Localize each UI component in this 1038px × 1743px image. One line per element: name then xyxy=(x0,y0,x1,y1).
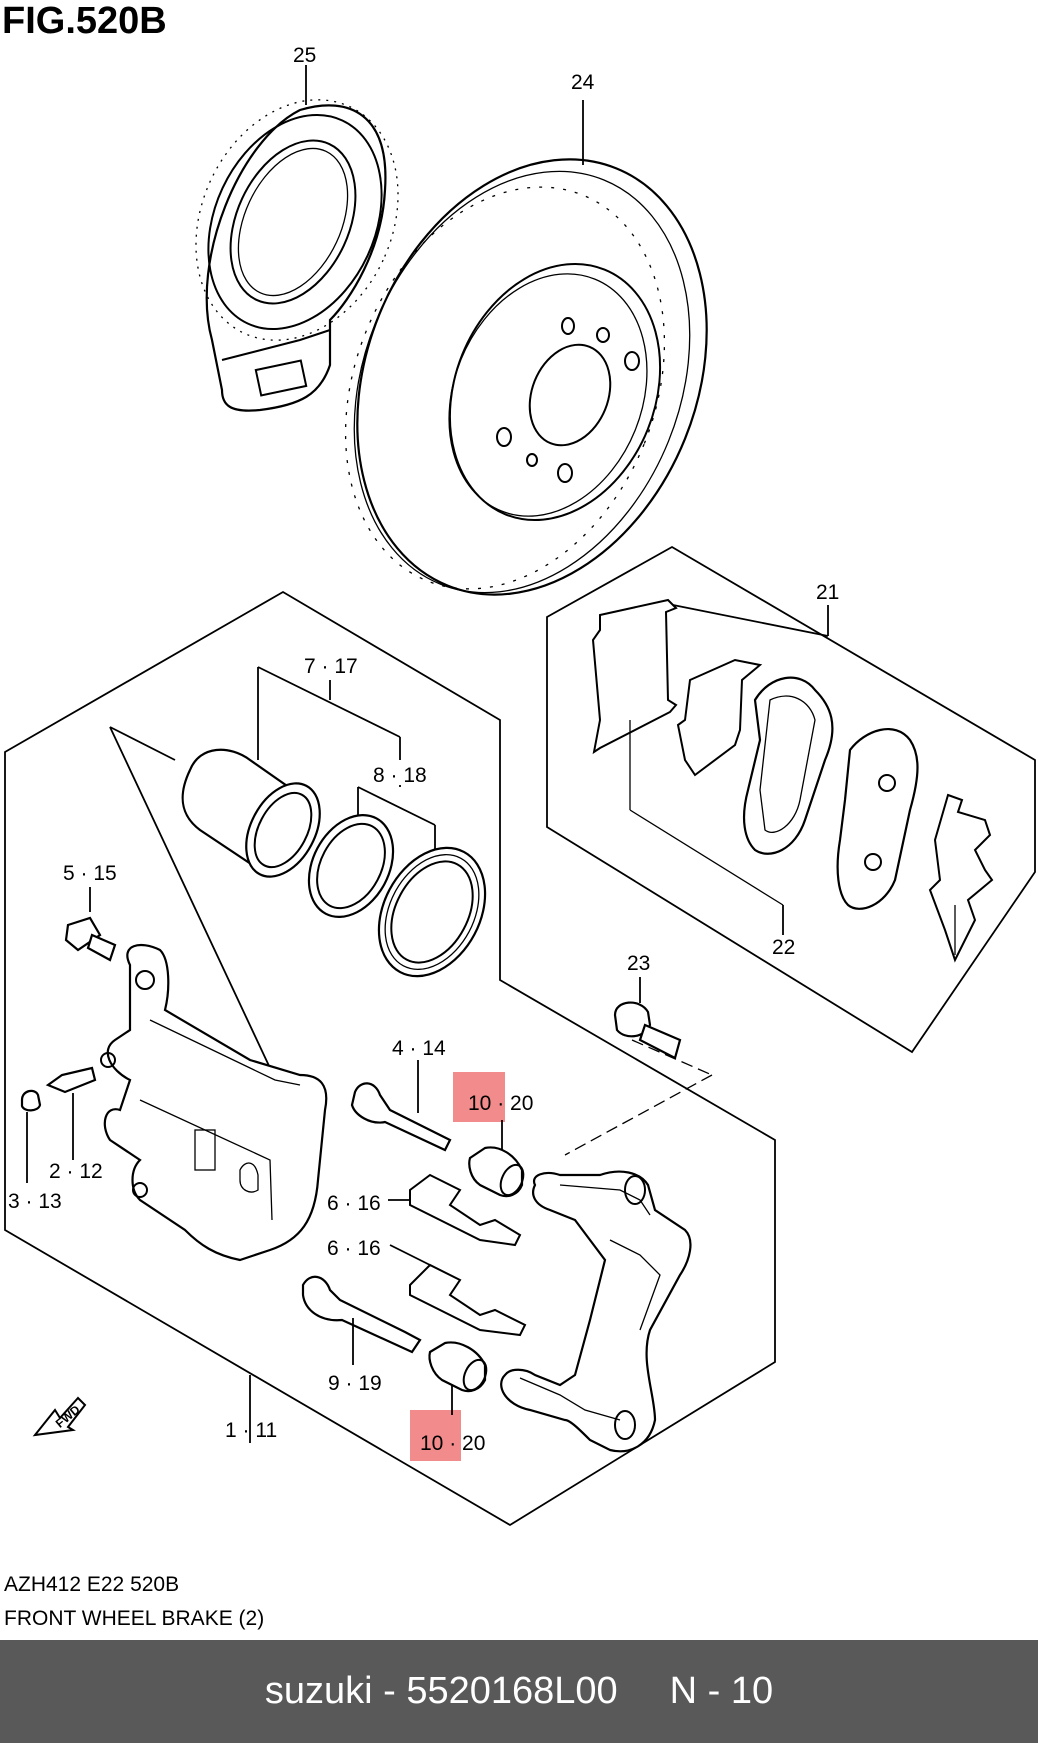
pad-spring-clip-upper[interactable] xyxy=(409,1173,522,1247)
callout-3-13: 3 · 13 xyxy=(8,1190,62,1213)
caliper-housing[interactable] xyxy=(100,943,328,1262)
piston-boot[interactable] xyxy=(358,829,507,994)
dust-shield-part-25[interactable] xyxy=(158,67,436,412)
callout-23: 23 xyxy=(627,952,650,975)
callout-24: 24 xyxy=(571,71,595,94)
pad-shim-inner[interactable] xyxy=(928,793,994,963)
bleeder-screw[interactable] xyxy=(45,1066,97,1094)
callout-2-12: 2 · 12 xyxy=(49,1160,103,1183)
fwd-arrow-icon: FWD xyxy=(32,1396,87,1437)
callout-8-18: 8 · 18 xyxy=(373,764,427,787)
callout-4-14: 4 · 14 xyxy=(392,1037,446,1060)
brake-diagram: 25 24 21 22 7 · 17 8 · 18 xyxy=(4,44,1036,1527)
pad-spring-clip-lower[interactable] xyxy=(409,1263,527,1337)
pin-boot-upper[interactable] xyxy=(468,1146,528,1198)
pad-clip-outer[interactable] xyxy=(676,658,763,777)
bolt-5-15[interactable] xyxy=(64,916,117,962)
figure-title: FIG.520B xyxy=(2,0,167,42)
disc-rotor-part-24[interactable] xyxy=(288,107,769,648)
callout-21: 21 xyxy=(816,581,839,604)
diagram-code: AZH412 E22 520B xyxy=(4,1573,180,1596)
highlight-10-20-lower xyxy=(410,1410,461,1461)
brand-part-number: suzuki - 5520168L00 xyxy=(264,1670,618,1712)
part-number-bar: suzuki - 5520168L00 N - 10 xyxy=(0,1640,1038,1743)
callout-6-16-upper: 6 · 16 xyxy=(327,1192,381,1215)
callout-1-11: 1 · 11 xyxy=(225,1419,277,1442)
caliper-piston[interactable] xyxy=(181,748,335,889)
callout-5-15: 5 · 15 xyxy=(63,862,117,885)
bleeder-cap[interactable] xyxy=(20,1089,42,1112)
callout-22: 22 xyxy=(772,936,795,959)
diagram-name: FRONT WHEEL BRAKE (2) xyxy=(4,1607,265,1630)
pin-boot-lower[interactable] xyxy=(428,1341,491,1393)
callout-25: 25 xyxy=(293,44,316,67)
callout-7-17: 7 · 17 xyxy=(304,655,358,678)
callout-10-20-lower: 10 · 20 xyxy=(420,1432,485,1455)
highlight-10-20-upper xyxy=(453,1072,505,1122)
guide-pin-upper[interactable] xyxy=(350,1082,452,1152)
callout-9-19: 9 · 19 xyxy=(328,1372,382,1395)
mounting-bolt-23[interactable] xyxy=(613,1001,682,1060)
guide-pin-lower[interactable] xyxy=(301,1275,422,1354)
piston-seal[interactable] xyxy=(292,800,410,931)
callout-6-16-lower: 6 · 16 xyxy=(327,1237,381,1260)
reference-number: N - 10 xyxy=(669,1670,774,1712)
pad-shim-outer[interactable] xyxy=(591,598,678,755)
caliper-bracket[interactable] xyxy=(500,1170,692,1453)
brake-pad-outer[interactable] xyxy=(742,676,834,855)
brake-pad-inner[interactable] xyxy=(836,728,919,910)
callout-10-20-upper: 10 · 20 xyxy=(468,1092,533,1115)
